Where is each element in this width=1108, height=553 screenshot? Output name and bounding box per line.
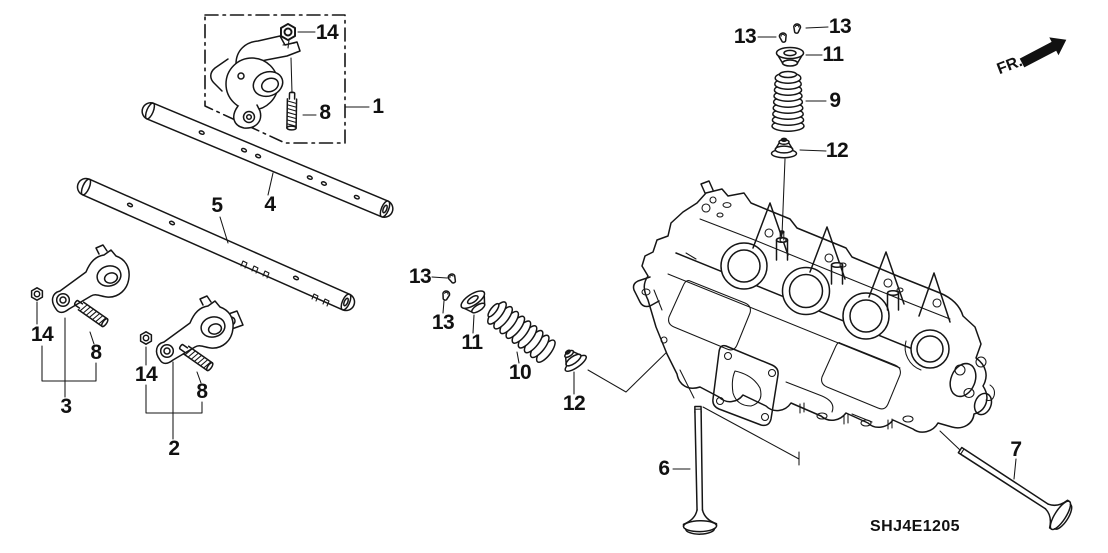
callout-5: 5 [211,194,223,217]
valve-cotter-13-top-a [778,31,789,44]
callout-4: 4 [264,193,276,216]
callout-14-box: 14 [315,21,339,44]
callout-8-b: 8 [196,380,208,403]
callout-10: 10 [508,361,532,384]
callout-13-top-a: 13 [733,25,757,48]
fr-direction-arrow [1019,37,1067,68]
callout-12-top: 12 [825,139,849,162]
callout-2: 2 [168,437,180,460]
callout-8-box: 8 [319,101,331,124]
lock-nut-14-a [30,287,44,301]
rocker-arm-3 [30,244,130,398]
callout-1: 1 [372,95,384,118]
spring-seat-12-top [770,137,798,159]
callout-14-b: 14 [134,363,158,386]
rocker-arm-2 [139,295,244,440]
valve-guide-boss-3 [886,289,900,311]
callout-13-mid-b: 13 [431,311,455,334]
valve-cotter-13-mid-b [440,289,452,302]
adjusting-screw-8-box [286,91,298,131]
spring-retainer-11-mid [457,286,492,319]
valve-7 [939,430,1077,535]
cylinder-head [632,180,996,433]
lock-nut-14-box [280,22,296,42]
assembly-box-outline [204,14,370,144]
diagram-code: SHJ4E1205 [870,518,960,535]
callout-13-mid-a: 13 [408,265,432,288]
callout-3: 3 [60,395,72,418]
callout-13-top-b: 13 [828,15,852,38]
spring-retainer-11-top [775,46,805,67]
valve-spring-10 [487,301,556,363]
callout-7: 7 [1010,438,1022,461]
valve-cotter-13-mid-a [446,272,459,285]
spring-seat-12-mid [556,343,590,375]
callout-8-a: 8 [90,341,102,364]
valve-6 [672,405,800,536]
callout-12-mid: 12 [562,392,586,415]
callout-6: 6 [658,457,670,480]
lock-nut-14-b [139,331,153,345]
callout-14-a: 14 [30,323,54,346]
mid-valve-spring-group [431,272,721,395]
callout-11-mid: 11 [461,331,483,354]
valve-guide-boss-1 [775,230,789,261]
callout-11-top: 11 [822,43,844,66]
rocker-shaft-5 [76,177,356,312]
valve-spring-9 [771,70,805,132]
rocker-arm-assembly-1 [210,22,317,131]
valve-cotter-13-top-b [792,22,802,35]
callout-9: 9 [829,89,841,112]
rocker-shaft-4 [141,102,394,218]
top-valve-spring-group [757,22,829,236]
